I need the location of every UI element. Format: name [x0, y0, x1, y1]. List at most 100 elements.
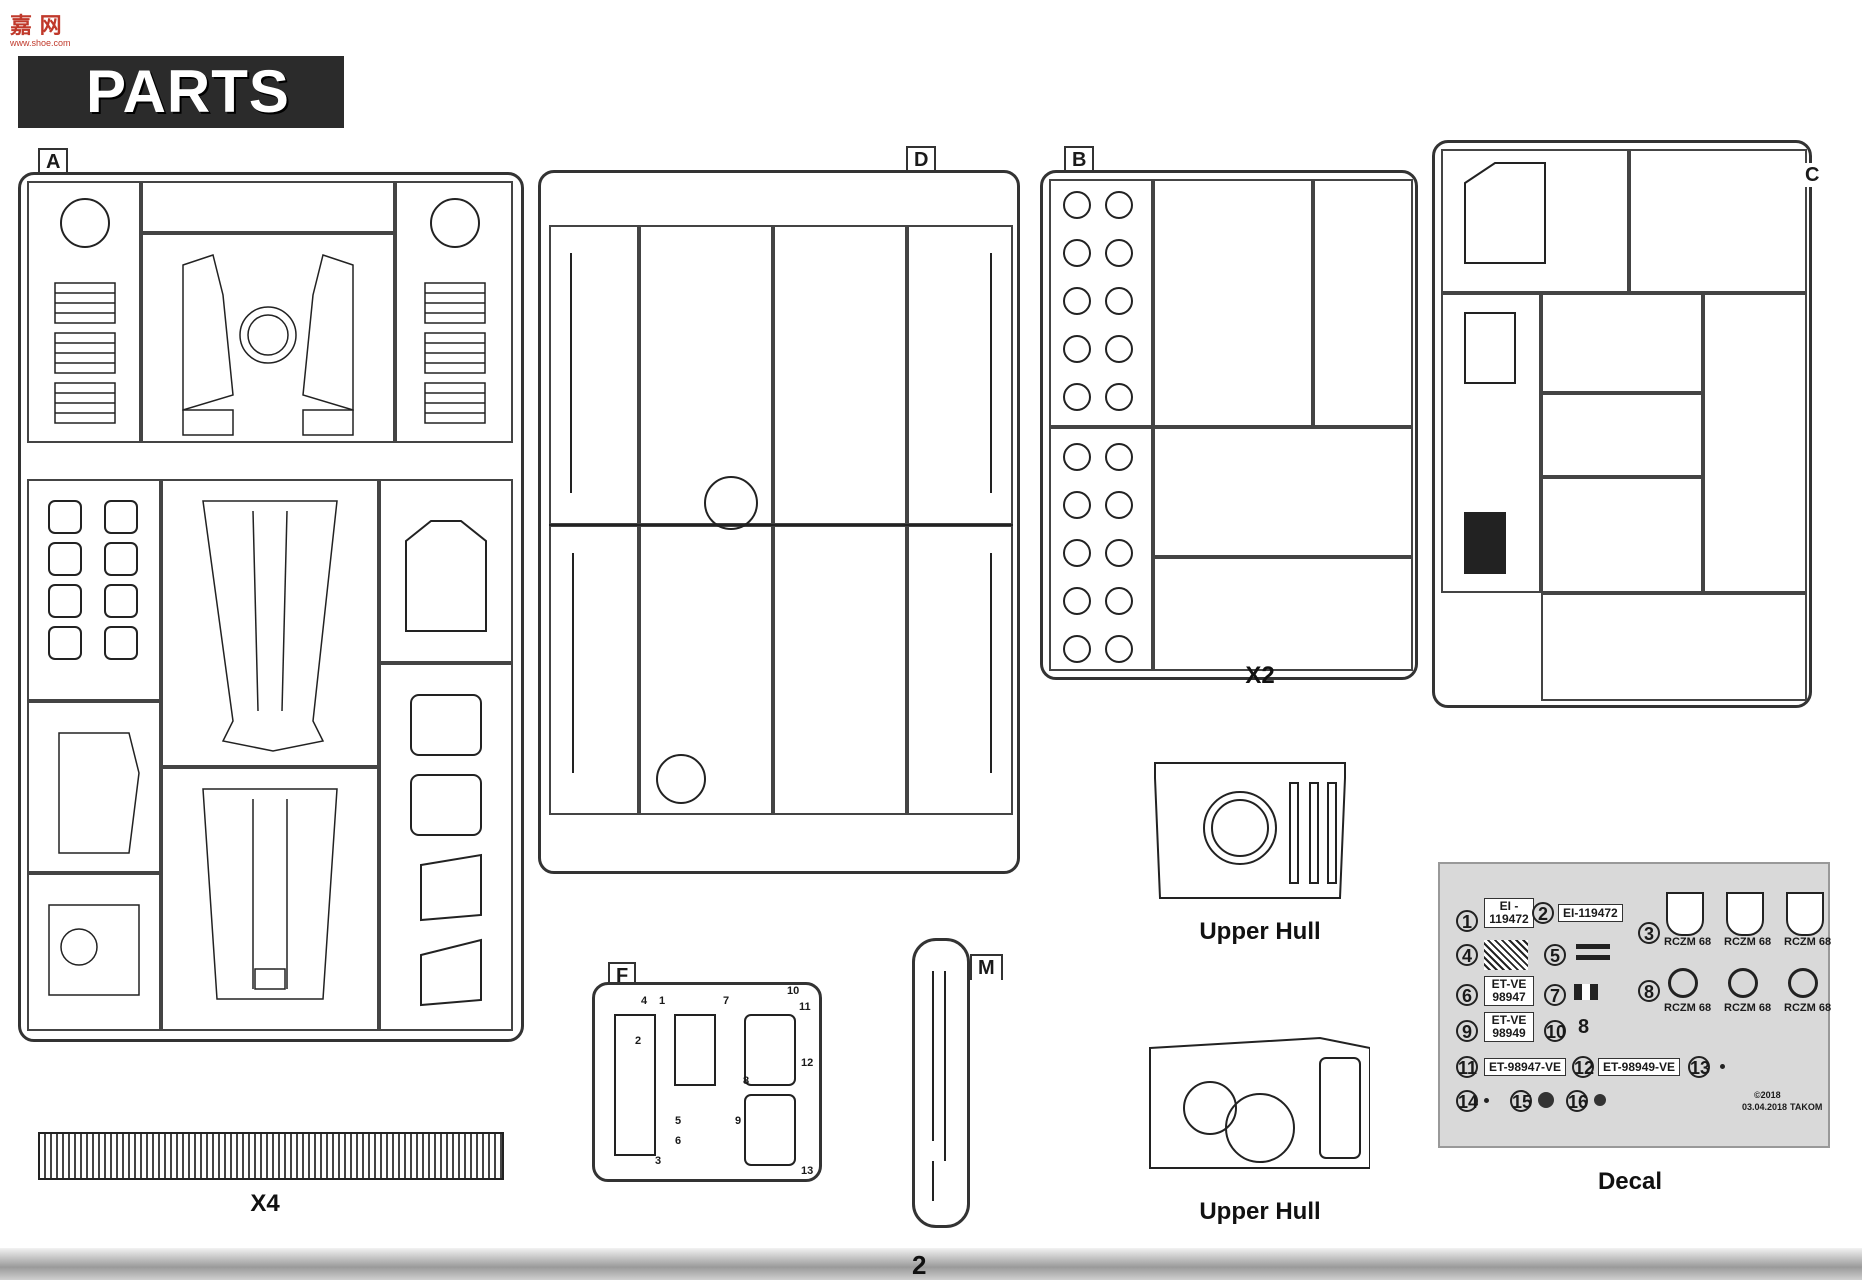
decal-4-pattern	[1484, 940, 1528, 970]
decal-number: 14	[1456, 1090, 1479, 1112]
sprue-a-cell	[141, 181, 395, 233]
sprue-a-hatches	[48, 500, 138, 660]
sprue-b-cell	[1313, 179, 1413, 427]
sprue-a-tab: A	[38, 148, 69, 174]
decal-number: 13	[1688, 1056, 1711, 1078]
sprue-d-cell	[549, 225, 639, 525]
decal-number: 3	[1638, 922, 1660, 944]
sprue-a-cell	[161, 767, 379, 1031]
watermark-logo: 嘉 网 www.shoe.com	[10, 14, 71, 48]
sprue-c-cell	[1441, 149, 1629, 293]
f-part-number: 6	[675, 1135, 682, 1147]
sprue-a	[18, 172, 524, 1042]
decal-rczm: RCZM 68	[1784, 936, 1832, 948]
f-part-number: 13	[801, 1165, 814, 1177]
page-title: PARTS	[18, 56, 344, 128]
decal-14-dot	[1484, 1098, 1489, 1103]
decal-number: 9	[1456, 1020, 1478, 1042]
sprue-d-cell	[639, 225, 773, 525]
sprue-c-cell	[1541, 293, 1703, 393]
decal-7-flag	[1574, 984, 1598, 1000]
sprue-b-cell	[1049, 179, 1153, 427]
f-part-number: 9	[735, 1115, 742, 1127]
sprue-a-parts-right	[424, 198, 486, 424]
sprue-a-cell	[27, 181, 141, 443]
sprue-d-cell	[907, 525, 1013, 815]
sprue-c-cell	[1629, 149, 1807, 293]
decal-number: 16	[1566, 1090, 1589, 1112]
decal-number: 7	[1544, 984, 1566, 1006]
f-part-number: 5	[675, 1115, 682, 1127]
sprue-b	[1040, 170, 1418, 680]
decal-number: 11	[1456, 1056, 1478, 1078]
f-part-number: 11	[799, 1001, 811, 1013]
decal-number: 1	[1456, 910, 1478, 932]
sprue-b-tab: B	[1064, 146, 1095, 172]
sprue-a-cell	[27, 873, 161, 1031]
decal-1: EI - 119472	[1484, 898, 1534, 928]
rczm-emblem	[1668, 968, 1698, 998]
tracks-quantity: X4	[250, 1190, 280, 1217]
sprue-c: C	[1432, 140, 1826, 708]
sprue-a-armor-plate	[405, 520, 487, 632]
decal-10: 8	[1578, 1016, 1590, 1038]
sprue-a-floor-plate	[58, 732, 140, 854]
f-part-number: 4	[641, 995, 648, 1007]
track-run	[38, 1132, 504, 1180]
decal-number: 12	[1572, 1056, 1595, 1078]
sprue-m	[912, 938, 970, 1228]
decal-sheet: 1 EI - 119472 2 EI-119472 3 RCZM 68 RCZM…	[1438, 862, 1832, 1148]
decal-number: 2	[1532, 902, 1554, 924]
sprue-c-cell	[1541, 593, 1807, 701]
decal-15-circle	[1538, 1092, 1554, 1108]
decal-number: 6	[1456, 984, 1478, 1006]
decal-rczm: RCZM 68	[1724, 936, 1772, 948]
decal-brand: TAKOM	[1790, 1102, 1823, 1112]
sprue-a-lower-hull-2	[202, 788, 338, 1000]
f-part-number: 3	[655, 1155, 662, 1167]
decal-11: ET-98947-VE	[1484, 1058, 1567, 1076]
sprue-f-parts	[614, 1014, 796, 1166]
rczm-shield	[1726, 892, 1764, 936]
decal-rczm: RCZM 68	[1664, 936, 1712, 948]
sprue-b-cell	[1153, 557, 1413, 671]
sprue-a-cell	[161, 479, 379, 767]
decal-9: ET-VE 98949	[1484, 1012, 1534, 1042]
decal-12: ET-98949-VE	[1598, 1058, 1681, 1076]
sprue-a-cell	[379, 479, 513, 663]
sprue-a-parts-left	[54, 198, 116, 424]
sprue-c-cell	[1703, 293, 1807, 593]
decal-rczm: RCZM 68	[1784, 1002, 1832, 1014]
rczm-emblem	[1728, 968, 1758, 998]
sprue-d-cell	[773, 525, 907, 815]
decal-caption: Decal	[1597, 1168, 1663, 1195]
sprue-c-cell	[1541, 477, 1703, 593]
decal-16-circle	[1594, 1094, 1606, 1106]
decal-2: EI-119472	[1558, 904, 1623, 922]
rczm-shield	[1666, 892, 1704, 936]
rczm-shield	[1786, 892, 1824, 936]
sprue-b-cell	[1049, 427, 1153, 671]
decal-rczm: RCZM 68	[1664, 1002, 1712, 1014]
sprue-a-turret-plate	[48, 904, 140, 996]
sprue-d-cell	[773, 225, 907, 525]
sprue-m-parts	[932, 971, 946, 1201]
upper-hull-side-view	[1149, 1036, 1370, 1169]
sprue-d	[538, 170, 1020, 874]
f-part-number: 7	[723, 995, 730, 1007]
sprue-a-doors	[410, 694, 482, 1007]
page-number: 2	[912, 1250, 927, 1280]
decal-13-dot	[1720, 1064, 1725, 1069]
sprue-c-tab: C	[1799, 163, 1826, 187]
decal-date: 03.04.2018	[1742, 1102, 1788, 1112]
decal-6: ET-VE 98947	[1484, 976, 1534, 1006]
f-part-number: 12	[801, 1057, 814, 1069]
f-part-number: 10	[787, 985, 800, 997]
decal-number: 15	[1510, 1090, 1533, 1112]
sprue-m-tab: M	[970, 954, 1003, 980]
sprue-b-quantity: X2	[1245, 662, 1275, 689]
decal-rczm: RCZM 68	[1724, 1002, 1772, 1014]
sprue-f: 1 2 3 4 5 6 7 8 9 10 11 12 13	[592, 982, 822, 1182]
f-part-number: 2	[635, 1035, 642, 1047]
upper-hull-caption-2: Upper Hull	[1199, 1198, 1321, 1225]
